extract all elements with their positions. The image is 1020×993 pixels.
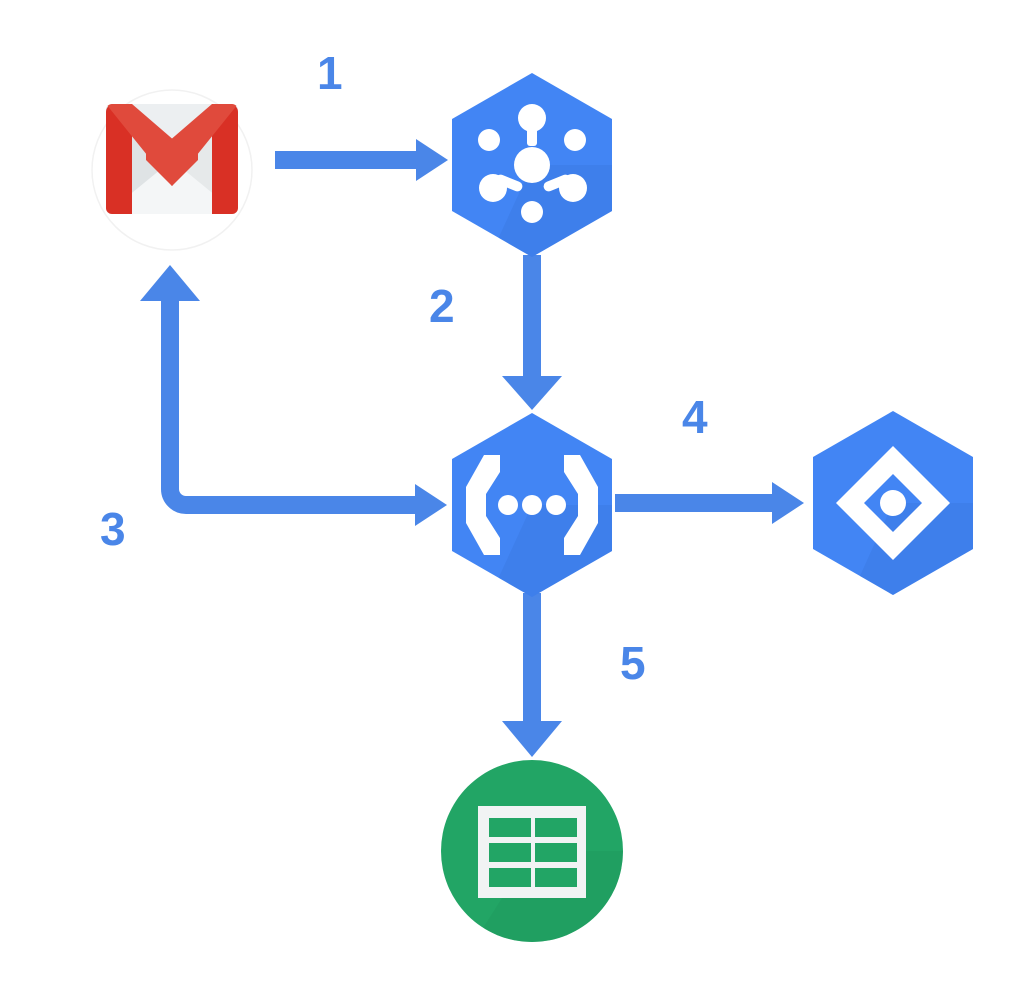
node-cloud-functions[interactable] — [452, 413, 700, 640]
cloud-vision-icon — [836, 446, 950, 560]
cloud-functions-icon — [466, 455, 598, 555]
edge-gmail-to-pubsub — [275, 139, 448, 181]
edge-functions-to-gmail — [140, 265, 447, 526]
node-cloud-pubsub[interactable] — [452, 73, 700, 300]
step-label-5: 5 — [620, 637, 646, 689]
edge-pubsub-to-functions — [502, 255, 562, 410]
node-gmail[interactable] — [91, 89, 253, 251]
gmail-icon — [106, 104, 238, 214]
step-label-2: 2 — [429, 280, 455, 332]
google-sheets-icon — [478, 806, 586, 898]
node-google-sheets[interactable] — [441, 760, 700, 980]
node-cloud-vision[interactable] — [813, 411, 1020, 640]
edge-functions-to-vision — [615, 482, 804, 524]
step-label-1: 1 — [317, 47, 343, 99]
edge-functions-to-sheets — [502, 593, 562, 757]
edges-layer — [140, 139, 804, 757]
cloud-pubsub-icon — [478, 104, 587, 223]
step-label-3: 3 — [100, 503, 126, 555]
step-label-4: 4 — [682, 391, 708, 443]
